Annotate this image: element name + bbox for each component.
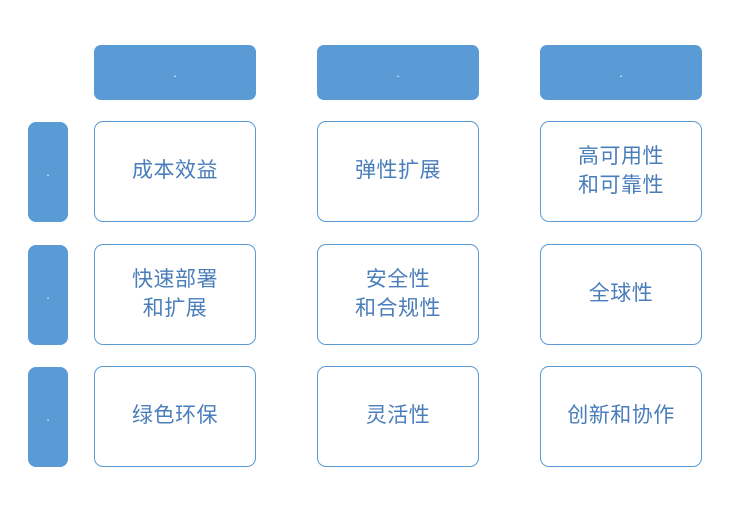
row-label-2-label: . <box>46 288 50 302</box>
matrix-cell-r1c1[interactable]: 成本效益 <box>94 121 256 222</box>
matrix-cell-r2c3[interactable]: 全球性 <box>540 244 702 345</box>
column-header-2-label: . <box>396 65 400 80</box>
matrix-cell-r3c3[interactable]: 创新和协作 <box>540 366 702 467</box>
row-label-3[interactable]: . <box>28 367 68 467</box>
column-header-3-label: . <box>619 65 623 80</box>
matrix-cell-r3c1-text: 绿色环保 <box>132 404 218 428</box>
matrix-cell-r1c1-text: 成本效益 <box>132 159 218 183</box>
column-header-2[interactable]: . <box>317 45 479 100</box>
column-header-3[interactable]: . <box>540 45 702 100</box>
matrix-cell-r2c2-text: 安全性 和合规性 <box>355 268 441 320</box>
column-header-1[interactable]: . <box>94 45 256 100</box>
matrix-cell-r2c1[interactable]: 快速部署 和扩展 <box>94 244 256 345</box>
matrix-cell-r1c3-text: 高可用性 和可靠性 <box>578 145 664 197</box>
matrix-cell-r1c2-text: 弹性扩展 <box>355 159 441 183</box>
matrix-cell-r1c2[interactable]: 弹性扩展 <box>317 121 479 222</box>
matrix-cell-r2c3-text: 全球性 <box>588 282 654 306</box>
row-label-1-label: . <box>46 165 50 179</box>
matrix-cell-r3c1[interactable]: 绿色环保 <box>94 366 256 467</box>
row-label-2[interactable]: . <box>28 245 68 345</box>
matrix-cell-r2c1-text: 快速部署 和扩展 <box>132 268 218 320</box>
row-label-3-label: . <box>46 410 50 424</box>
matrix-cell-r2c2[interactable]: 安全性 和合规性 <box>317 244 479 345</box>
matrix-cell-r1c3[interactable]: 高可用性 和可靠性 <box>540 121 702 222</box>
matrix-cell-r3c3-text: 创新和协作 <box>567 404 675 428</box>
matrix-cell-r3c2[interactable]: 灵活性 <box>317 366 479 467</box>
column-header-1-label: . <box>173 65 177 80</box>
row-label-1[interactable]: . <box>28 122 68 222</box>
matrix-cell-r3c2-text: 灵活性 <box>365 404 431 428</box>
